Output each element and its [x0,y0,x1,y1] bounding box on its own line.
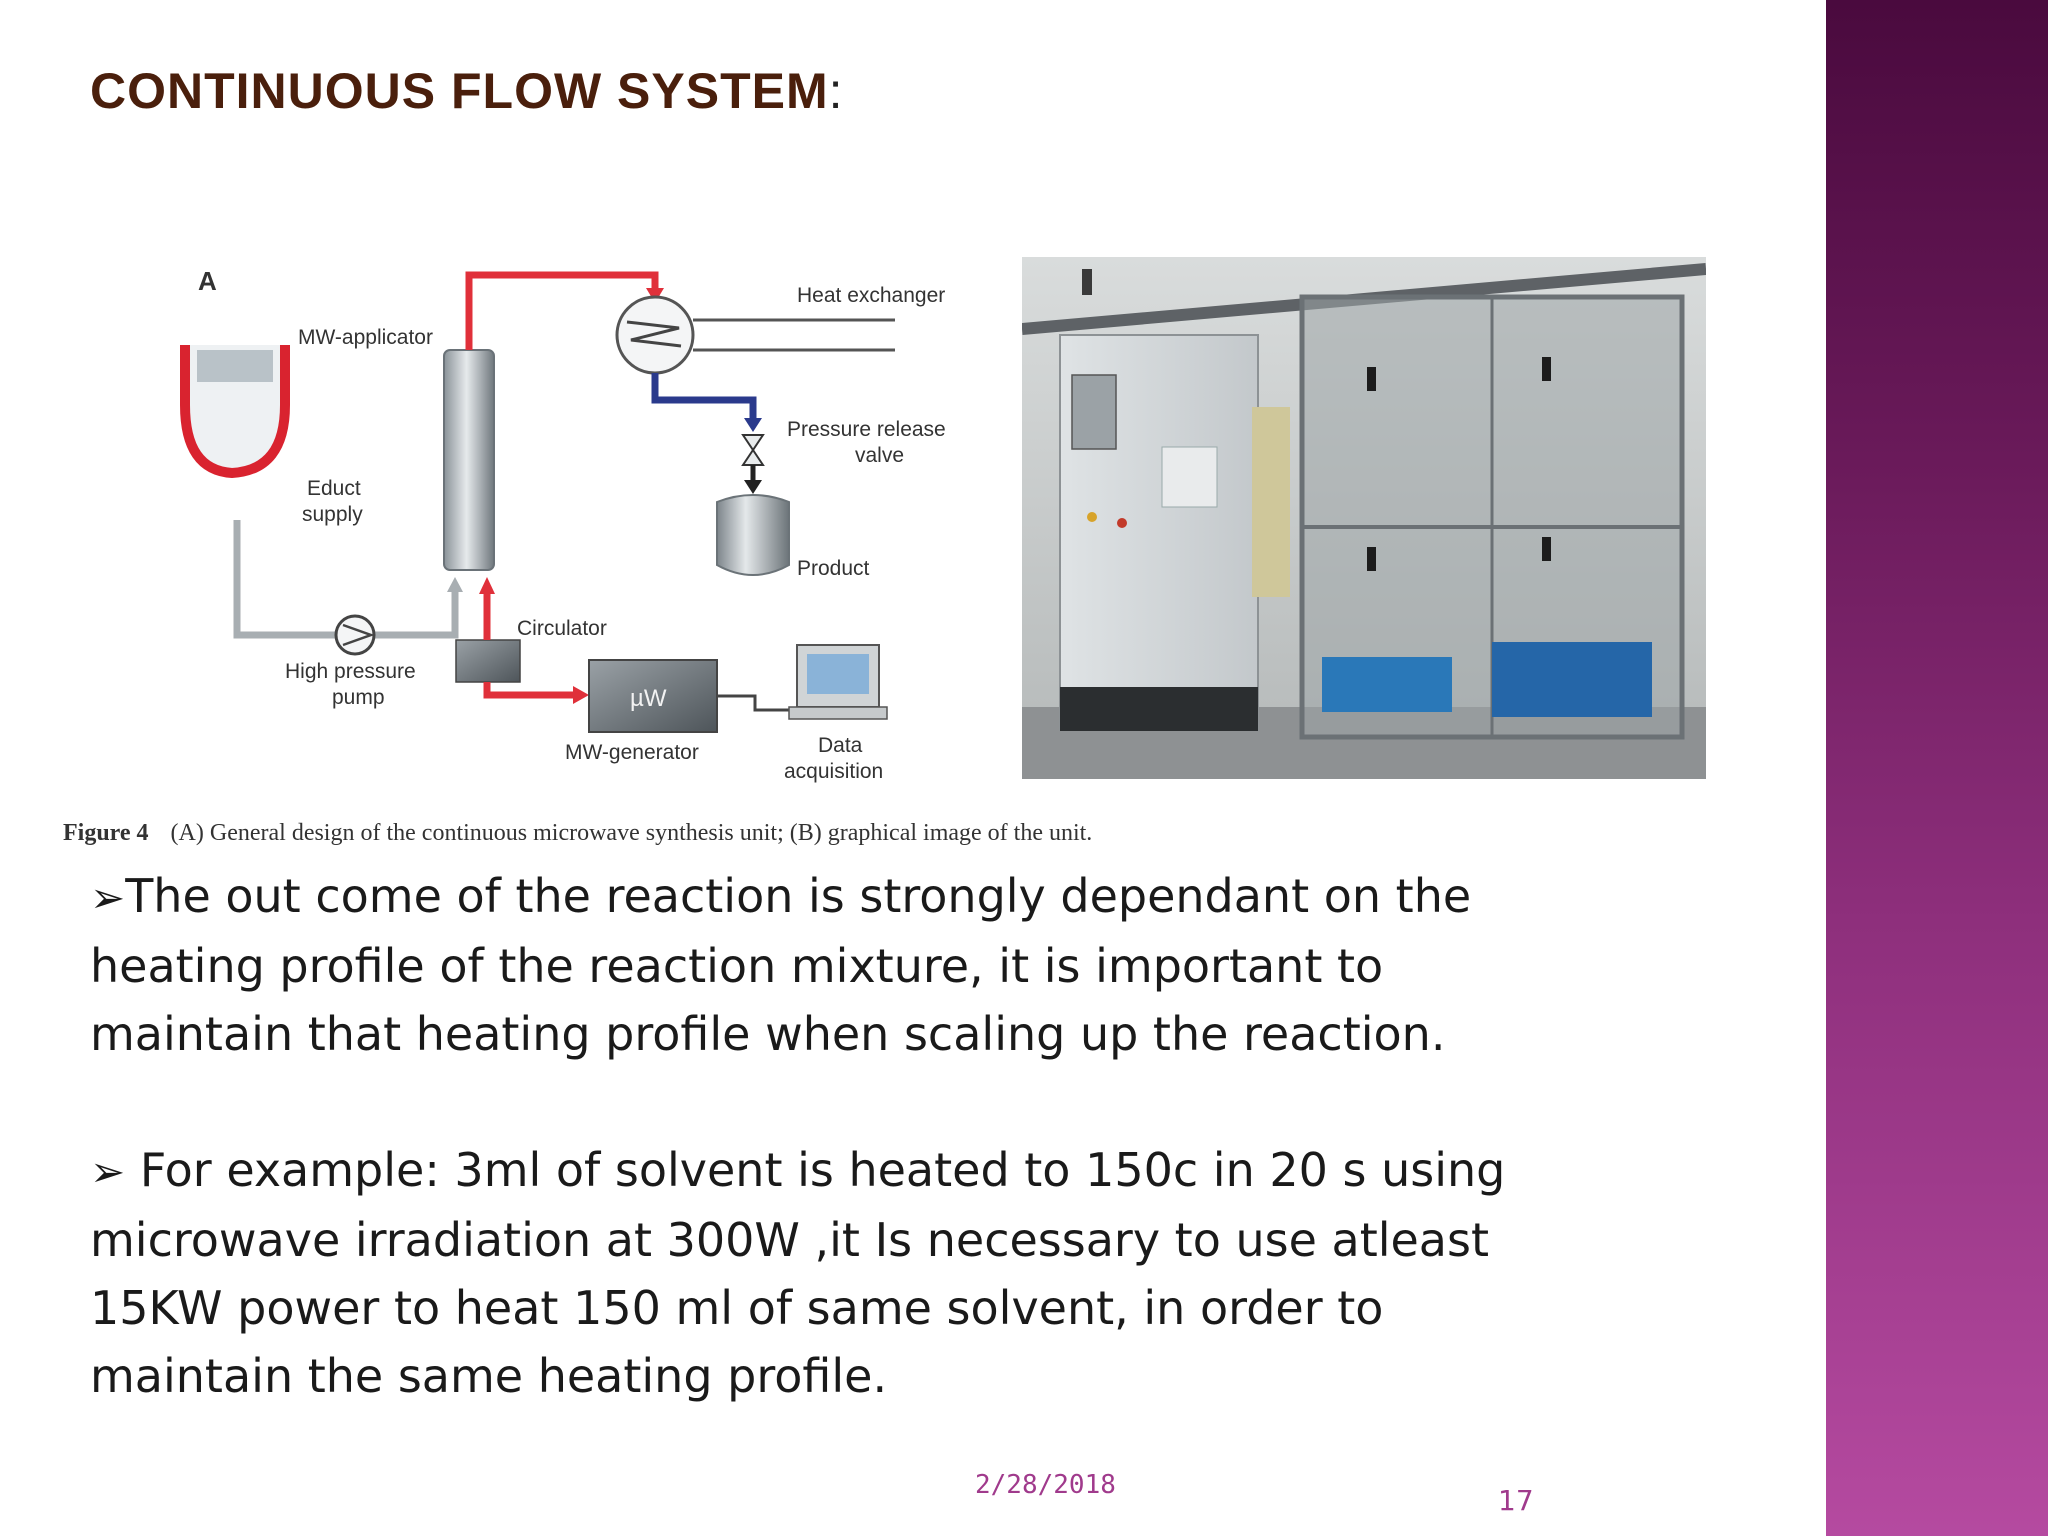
educt-liquid [197,350,273,382]
bullet-arrow-icon: ➢ [90,1147,126,1196]
slide-number: 17 [1498,1484,1534,1517]
bullet-item: ➢ For example: 3ml of solvent is heated … [90,1136,1530,1410]
figure: A [55,240,1715,850]
circulator-box [455,639,521,683]
cabinet-window [1161,446,1218,508]
monitor-screen [807,654,869,694]
control-panel [1071,374,1117,450]
pump-unit-1 [1322,657,1452,712]
product-arrow [744,480,762,494]
label-supply: supply [302,503,363,526]
valve-top [741,434,765,452]
indicator-light [1087,512,1097,522]
feed-arrow [447,577,463,592]
label-high-pressure: High pressure [285,660,416,683]
mw-applicator-column [443,349,495,571]
applicator-tube [1252,407,1290,597]
hot-pipe [465,271,659,350]
label-valve: valve [855,444,904,467]
unit-photo [1022,257,1706,779]
clamp-3 [1367,547,1376,571]
valve-bottom [741,448,765,466]
caption-label: Figure 4 [63,820,149,846]
bullet-list: ➢The out come of the reaction is strongl… [90,862,1530,1410]
bullet-text: For example: 3ml of solvent is heated to… [90,1143,1506,1403]
pump-arrow-mark [342,623,375,647]
footer-date: 2/28/2018 [975,1470,1116,1500]
label-data: Data [818,734,863,757]
label-acquisition: acquisition [784,760,883,783]
feed-pipe [233,520,337,639]
generator-feed [483,682,575,699]
decorative-side-band [1826,0,2048,1536]
cool-pipe [651,373,757,420]
label-mw-generator: MW-generator [565,741,699,764]
clamp-1 [1367,367,1376,391]
title-colon: : [828,63,844,119]
label-product: Product [797,557,870,580]
flow-diagram: A [180,266,946,783]
cool-arrow [744,418,762,432]
label-pump: pump [332,686,385,709]
signal-tower [1082,269,1092,295]
slide: CONTINUOUS FLOW SYSTEM: A [55,63,1715,1517]
panel-a-letter: A [198,266,217,296]
uw-label: µW [630,685,667,712]
caption-text: (A) General design of the continuous mic… [170,820,1093,846]
cabinet-base [1060,687,1258,731]
pump-unit-2 [1492,642,1652,717]
bullet-text: The out come of the reaction is strongly… [90,869,1472,1061]
label-heat-exchanger: Heat exchanger [797,284,945,307]
label-circulator: Circulator [517,617,607,640]
circulator-arrow [479,577,495,594]
data-line [717,694,793,712]
indicator-light-red [1117,518,1127,528]
clamp-2 [1542,357,1551,381]
bullet-arrow-icon: ➢ [90,873,126,922]
slide-title: CONTINUOUS FLOW SYSTEM: [90,63,844,119]
clamp-4 [1542,537,1551,561]
generator-arrow [573,686,589,704]
keyboard [788,706,888,720]
bullet-item: ➢The out come of the reaction is strongl… [90,862,1530,1068]
label-mw-applicator: MW-applicator [298,326,433,349]
product-tank [716,494,790,576]
figure-caption: Figure 4 (A) General design of the contin… [63,820,1092,847]
pump-pipe [373,590,459,639]
label-educt: Educt [307,477,361,500]
label-pressure-release: Pressure release [787,418,946,441]
heat-exchanger-coil [626,320,682,348]
